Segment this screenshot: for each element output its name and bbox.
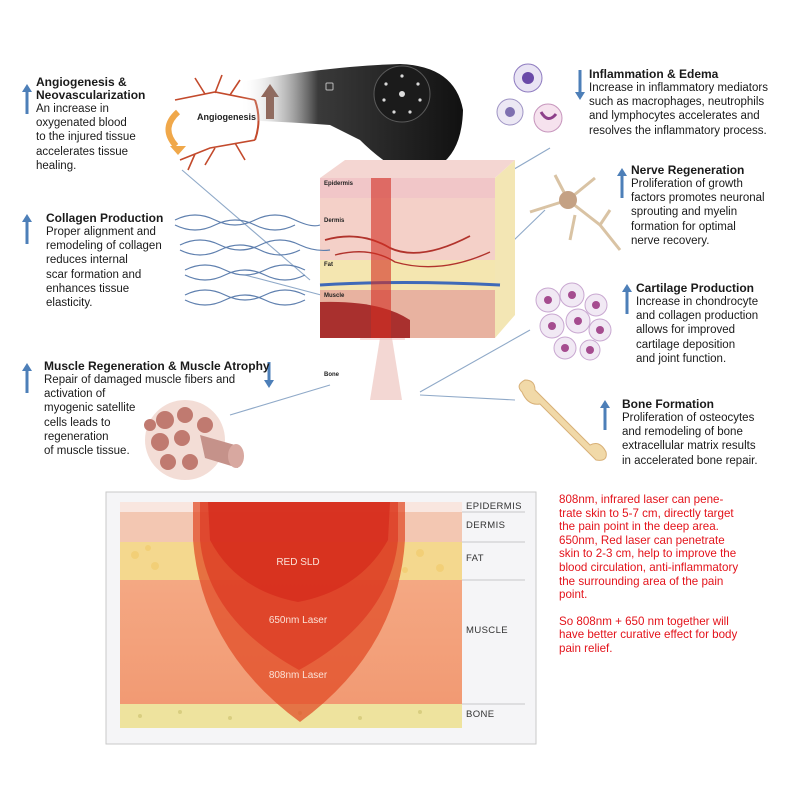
effect-title: Collagen Production <box>46 211 164 225</box>
up-arrow-icon <box>22 214 32 244</box>
effect-text: sprouting and myelin <box>631 206 738 219</box>
beam-label-650nm: 650nm Laser <box>268 615 328 626</box>
effect-text: remodeling of collagen <box>46 240 162 253</box>
effect-title: Inflammation & Edema <box>589 67 719 81</box>
note-line: 650nm, Red laser can penetrate <box>559 533 725 547</box>
effect-text: oxygenated blood <box>36 117 127 130</box>
note-line: the pain point in the deep area. <box>559 520 719 534</box>
beam-label-red-sld: RED SLD <box>276 557 320 568</box>
note-paragraph-2: So 808nm + 650 nm together will have bet… <box>559 615 774 656</box>
effect-text: formation for optimal <box>631 220 736 233</box>
effect-text: cells leads to <box>44 416 111 429</box>
effect-text: resolves the inflammatory process. <box>589 124 767 137</box>
macrophage-cells-icon <box>496 63 563 133</box>
effect-title: Muscle Regeneration & Muscle Atrophy <box>44 359 270 373</box>
effect-text: to the injured tissue <box>36 131 136 144</box>
layer-label-fat: FAT <box>466 553 484 564</box>
cube-label-fat: Fat <box>324 262 333 268</box>
effect-text: such as macrophages, neutrophils <box>589 96 765 109</box>
effect-text: myogenic satellite <box>44 402 136 415</box>
layer-label-bone: BONE <box>466 709 495 720</box>
effect-text: Increase in chondrocyte <box>636 296 759 308</box>
note-line: pain relief. <box>559 641 613 655</box>
note-line: point. <box>559 588 588 602</box>
skin-cross-section-icon <box>319 160 515 400</box>
effect-text: and collagen production <box>636 310 759 323</box>
note-line: So 808nm + 650 nm together will <box>559 614 729 628</box>
effect-text: An increase in <box>36 103 109 115</box>
effect-text: regeneration <box>44 430 109 443</box>
beam-label-808nm: 808nm Laser <box>268 670 328 681</box>
up-arrow-icon <box>600 400 610 430</box>
note-line: have better curative effect for body <box>559 628 738 642</box>
down-arrow-icon <box>575 70 585 100</box>
effect-text: allows for improved <box>636 324 736 337</box>
effect-text: and joint function. <box>636 352 727 365</box>
note-paragraph-1: 808nm, infrared laser can pene- trate sk… <box>559 493 774 602</box>
effect-title: Cartilage Production <box>636 281 755 295</box>
effect-text: enhances tissue <box>46 282 130 295</box>
neuron-icon <box>529 174 622 251</box>
effect-text: healing. <box>36 159 77 172</box>
effect-title: Neovascularization <box>36 88 146 102</box>
note-line: trate skin to 5-7 cm, directly target <box>559 506 734 520</box>
up-arrow-icon <box>617 168 627 198</box>
layer-label-muscle: MUSCLE <box>466 625 508 636</box>
effect-text: accelerates tissue <box>36 145 129 158</box>
down-arrow-icon <box>264 362 274 388</box>
effect-text: cartilage deposition <box>636 338 736 351</box>
cube-label-bone: Bone <box>324 372 339 378</box>
effect-text: in accelerated bone repair. <box>622 454 758 467</box>
layer-label-dermis: DERMIS <box>466 520 506 531</box>
effect-title: Nerve Regeneration <box>631 163 745 177</box>
muscle-bundle-icon <box>144 400 244 480</box>
effect-text: Proliferation of osteocytes <box>622 412 755 424</box>
up-arrow-icon <box>622 284 632 314</box>
effect-text: Proliferation of growth <box>631 178 743 190</box>
effect-text: and remodeling of bone <box>622 426 743 439</box>
effect-text: nerve recovery. <box>631 234 710 247</box>
collagen-fibers-icon <box>174 214 331 306</box>
effect-text: activation of <box>44 388 106 401</box>
cube-label-epidermis: Epidermis <box>324 181 354 187</box>
effect-text: elasticity. <box>46 297 93 310</box>
effect-text: and lymphocytes accelerates and <box>589 110 760 123</box>
up-arrow-icon <box>22 84 32 114</box>
effect-text: scar formation and <box>46 268 142 281</box>
laser-device-icon <box>240 64 463 174</box>
layer-label-epidermis: EPIDERMIS <box>466 501 522 512</box>
cube-label-dermis: Dermis <box>324 218 345 224</box>
effect-text: reduces internal <box>46 254 128 267</box>
effect-title: Bone Formation <box>622 397 714 411</box>
penetration-note: 808nm, infrared laser can pene- trate sk… <box>559 493 774 669</box>
note-line: 808nm, infrared laser can pene- <box>559 493 724 506</box>
effect-text: of muscle tissue. <box>44 445 130 458</box>
note-line: blood circulation, anti-inflammatory <box>559 560 739 574</box>
note-line: skin to 2-3 cm, help to improve the <box>559 547 737 561</box>
effect-text: factors promotes neuronal <box>631 192 765 205</box>
bone-icon <box>518 379 607 461</box>
cube-label-muscle: Muscle <box>324 293 345 299</box>
angiogenesis-diagram-label: Angiogenesis <box>197 112 257 122</box>
penetration-diagram <box>105 491 537 745</box>
effect-title: Angiogenesis & <box>36 75 127 89</box>
effect-text: Increase in inflammatory mediators <box>589 82 768 94</box>
effect-text: Proper alignment and <box>46 226 156 238</box>
effect-text: Repair of damaged muscle fibers and <box>44 374 236 386</box>
up-arrow-icon <box>22 363 32 393</box>
cycle-arrow-icon <box>165 109 181 148</box>
note-line: the surrounding area of the pain <box>559 574 724 588</box>
effect-text: extracellular matrix results <box>622 440 756 453</box>
